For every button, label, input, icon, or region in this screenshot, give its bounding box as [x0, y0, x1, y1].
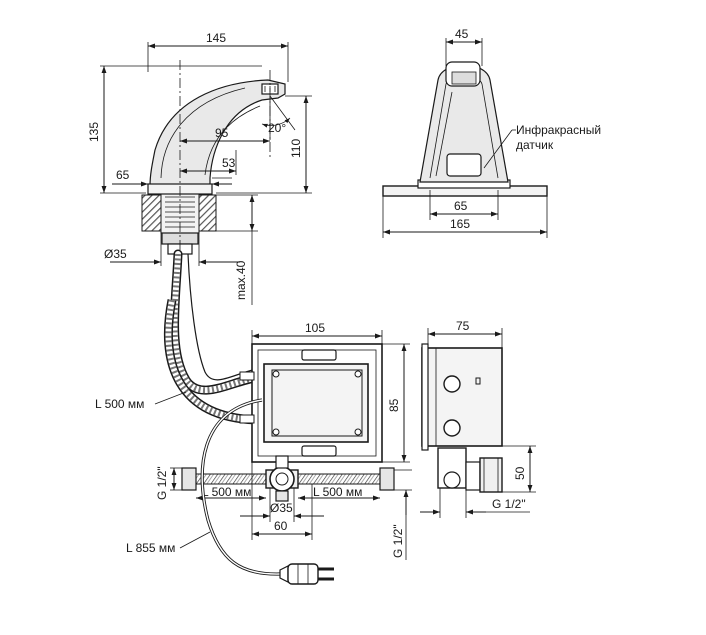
- box-inner-panel: [263, 363, 369, 443]
- dim-95: 95: [215, 126, 229, 140]
- dim-165: 165: [450, 217, 470, 231]
- dim-45: 45: [455, 27, 469, 41]
- dim-50: 50: [513, 466, 527, 480]
- hose-left-label: L 500 мм: [202, 485, 251, 499]
- hose-right-label: L 500 мм: [313, 485, 362, 499]
- supply-hose-right: [297, 473, 381, 485]
- dim-110: 110: [289, 139, 303, 158]
- dim-65: 65: [116, 168, 130, 182]
- side-fitting-bottom: [443, 419, 461, 437]
- dim-supply-diameter: Ø35: [270, 501, 293, 515]
- ir-sensor-window: [446, 153, 482, 177]
- faucet-front-view: 20° 145 135 95 53 65 110 Ø35: [87, 31, 312, 425]
- power-plug: [279, 563, 334, 585]
- ir-sensor-label-line1: Инфракрасный: [516, 123, 601, 137]
- dim-side-65: 65: [454, 199, 468, 213]
- side-thread-label: G 1/2": [492, 497, 526, 511]
- faucet-side-view: 45 65 165 Инфракрасный датчик: [382, 27, 601, 238]
- dim-53: 53: [222, 156, 236, 170]
- cable-length-label: L 855 мм: [126, 541, 175, 555]
- dim-75: 75: [456, 319, 470, 333]
- control-box-side: 75 50 G 1/2": [420, 319, 536, 518]
- supply-assembly: G 1/2" L 500 мм L 500 мм Ø35 60 G 1/2": [126, 398, 412, 585]
- thread-bottom: G 1/2": [391, 524, 405, 558]
- dim-60: 60: [274, 519, 288, 533]
- ir-sensor-label-line2: датчик: [516, 138, 554, 152]
- side-fitting-top: [443, 375, 461, 393]
- dim-105: 105: [305, 321, 325, 335]
- dim-145: 145: [206, 31, 226, 45]
- hose-length-label: L 500 мм: [95, 397, 144, 411]
- box-side-body: [421, 347, 503, 447]
- dim-135: 135: [87, 122, 101, 142]
- dim-85: 85: [387, 398, 401, 412]
- dim-angle: 20°: [268, 121, 286, 135]
- thread-left: G 1/2": [155, 466, 169, 500]
- control-box-front: 105 85: [239, 321, 410, 463]
- dim-diameter-35: Ø35: [104, 247, 127, 261]
- dim-max-40: max.40: [234, 260, 248, 300]
- supply-hose-left: [195, 473, 267, 485]
